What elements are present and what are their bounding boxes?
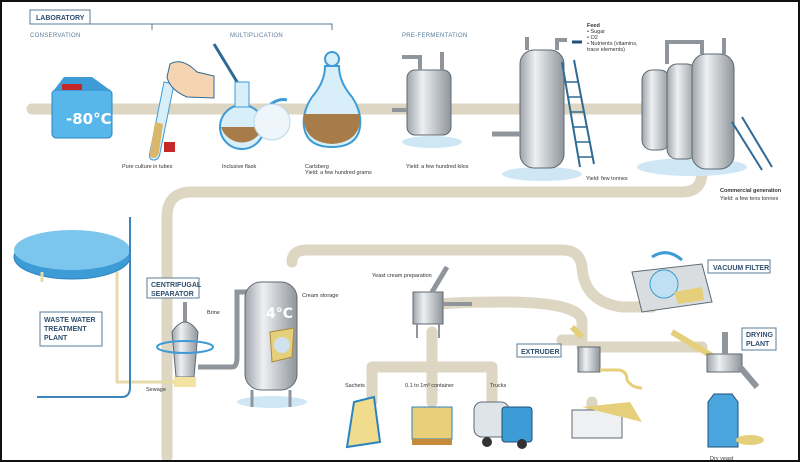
commercial-yield: Yield: a few tens tonnes (720, 196, 778, 202)
drying-plant-box (741, 327, 777, 351)
feed-item-o2: • O2 (587, 35, 598, 41)
vacuum-filter-box (707, 259, 771, 274)
sachet-icon (345, 395, 382, 449)
flask-icon (212, 43, 291, 150)
sachets-caption: Sachets (345, 383, 365, 389)
dry-yeast-caption: Dry yeast (710, 456, 734, 462)
carlsberg-caption: Carlsberg (305, 164, 329, 170)
container-caption: 0.1 to 1m³ container (405, 383, 454, 389)
commercial-tanks (637, 38, 773, 176)
yeast-cream-mixer (412, 265, 472, 338)
drying-plant-line-1: DRYING (746, 332, 774, 339)
truck-icon (473, 401, 533, 449)
waste-water-line-2: TREATMENT (44, 326, 87, 333)
drying-plant-icon (670, 329, 760, 389)
sewage-caption: Sewage (146, 387, 166, 393)
extruder-label: EXTRUDER (521, 349, 560, 356)
freezer-temp: -80°C (66, 110, 112, 128)
container-icon (411, 406, 453, 445)
vacuum-filter-label: VACUUM FILTER (713, 265, 769, 272)
laboratory-bracket (29, 9, 333, 30)
waste-water-tank (13, 217, 192, 398)
carlsberg-flask-icon (302, 51, 362, 149)
waste-water-line-1: WASTE WATER (44, 317, 96, 324)
feed-item-sugar: • Sugar (587, 29, 605, 35)
pre-fermenter-tank (392, 52, 462, 148)
vacuum-filter-icon (631, 251, 713, 313)
feed-item-nutrients: • Nutrients (vitamins, (587, 41, 638, 47)
extruder-icon (569, 324, 643, 439)
centrifugal-separator-icon (156, 289, 280, 387)
multiplication-label: MULTIPLICATION (230, 33, 283, 39)
trucks-caption: Trucks (490, 383, 507, 389)
centrifugal-line-1: CENTRIFUGAL (151, 282, 202, 289)
milk-carton-icon (707, 393, 764, 448)
pre-fermentation-label: PRE-FERMENTATION (402, 33, 468, 39)
pure-culture-caption: Pure culture in tubes (122, 164, 173, 170)
cream-storage-caption: Cream storage (302, 293, 338, 299)
feed-title: Feed (587, 23, 600, 29)
fermenter-yield: Yield: few tonnes (586, 176, 628, 182)
extruder-box (516, 343, 562, 358)
storage-temp: 4°C (266, 306, 293, 322)
flask-caption: Inclusive flask (222, 164, 256, 170)
freezer-icon (51, 77, 113, 139)
centrifugal-box (146, 277, 200, 299)
prefermentation-yield: Yield: a few hundred kilos (406, 164, 469, 170)
carlsberg-yield: Yield: a few hundred grams (305, 170, 372, 176)
conservation-label: CONSERVATION (30, 33, 81, 39)
brine-caption: Brine (207, 310, 220, 316)
fermenter-tank (492, 37, 595, 181)
feed-item-trace: trace elements) (587, 47, 625, 53)
yeast-cream-caption: Yeast cream preparation (372, 273, 432, 279)
test-tube-icon (149, 61, 215, 161)
cream-storage-tank (237, 281, 307, 408)
laboratory-label: LABORATORY (36, 15, 85, 22)
drying-plant-line-2: PLANT (746, 341, 770, 348)
commercial-caption: Commercial generation (720, 188, 782, 194)
centrifugal-line-2: SEPARATOR (151, 291, 194, 298)
waste-water-line-3: PLANT (44, 335, 68, 342)
